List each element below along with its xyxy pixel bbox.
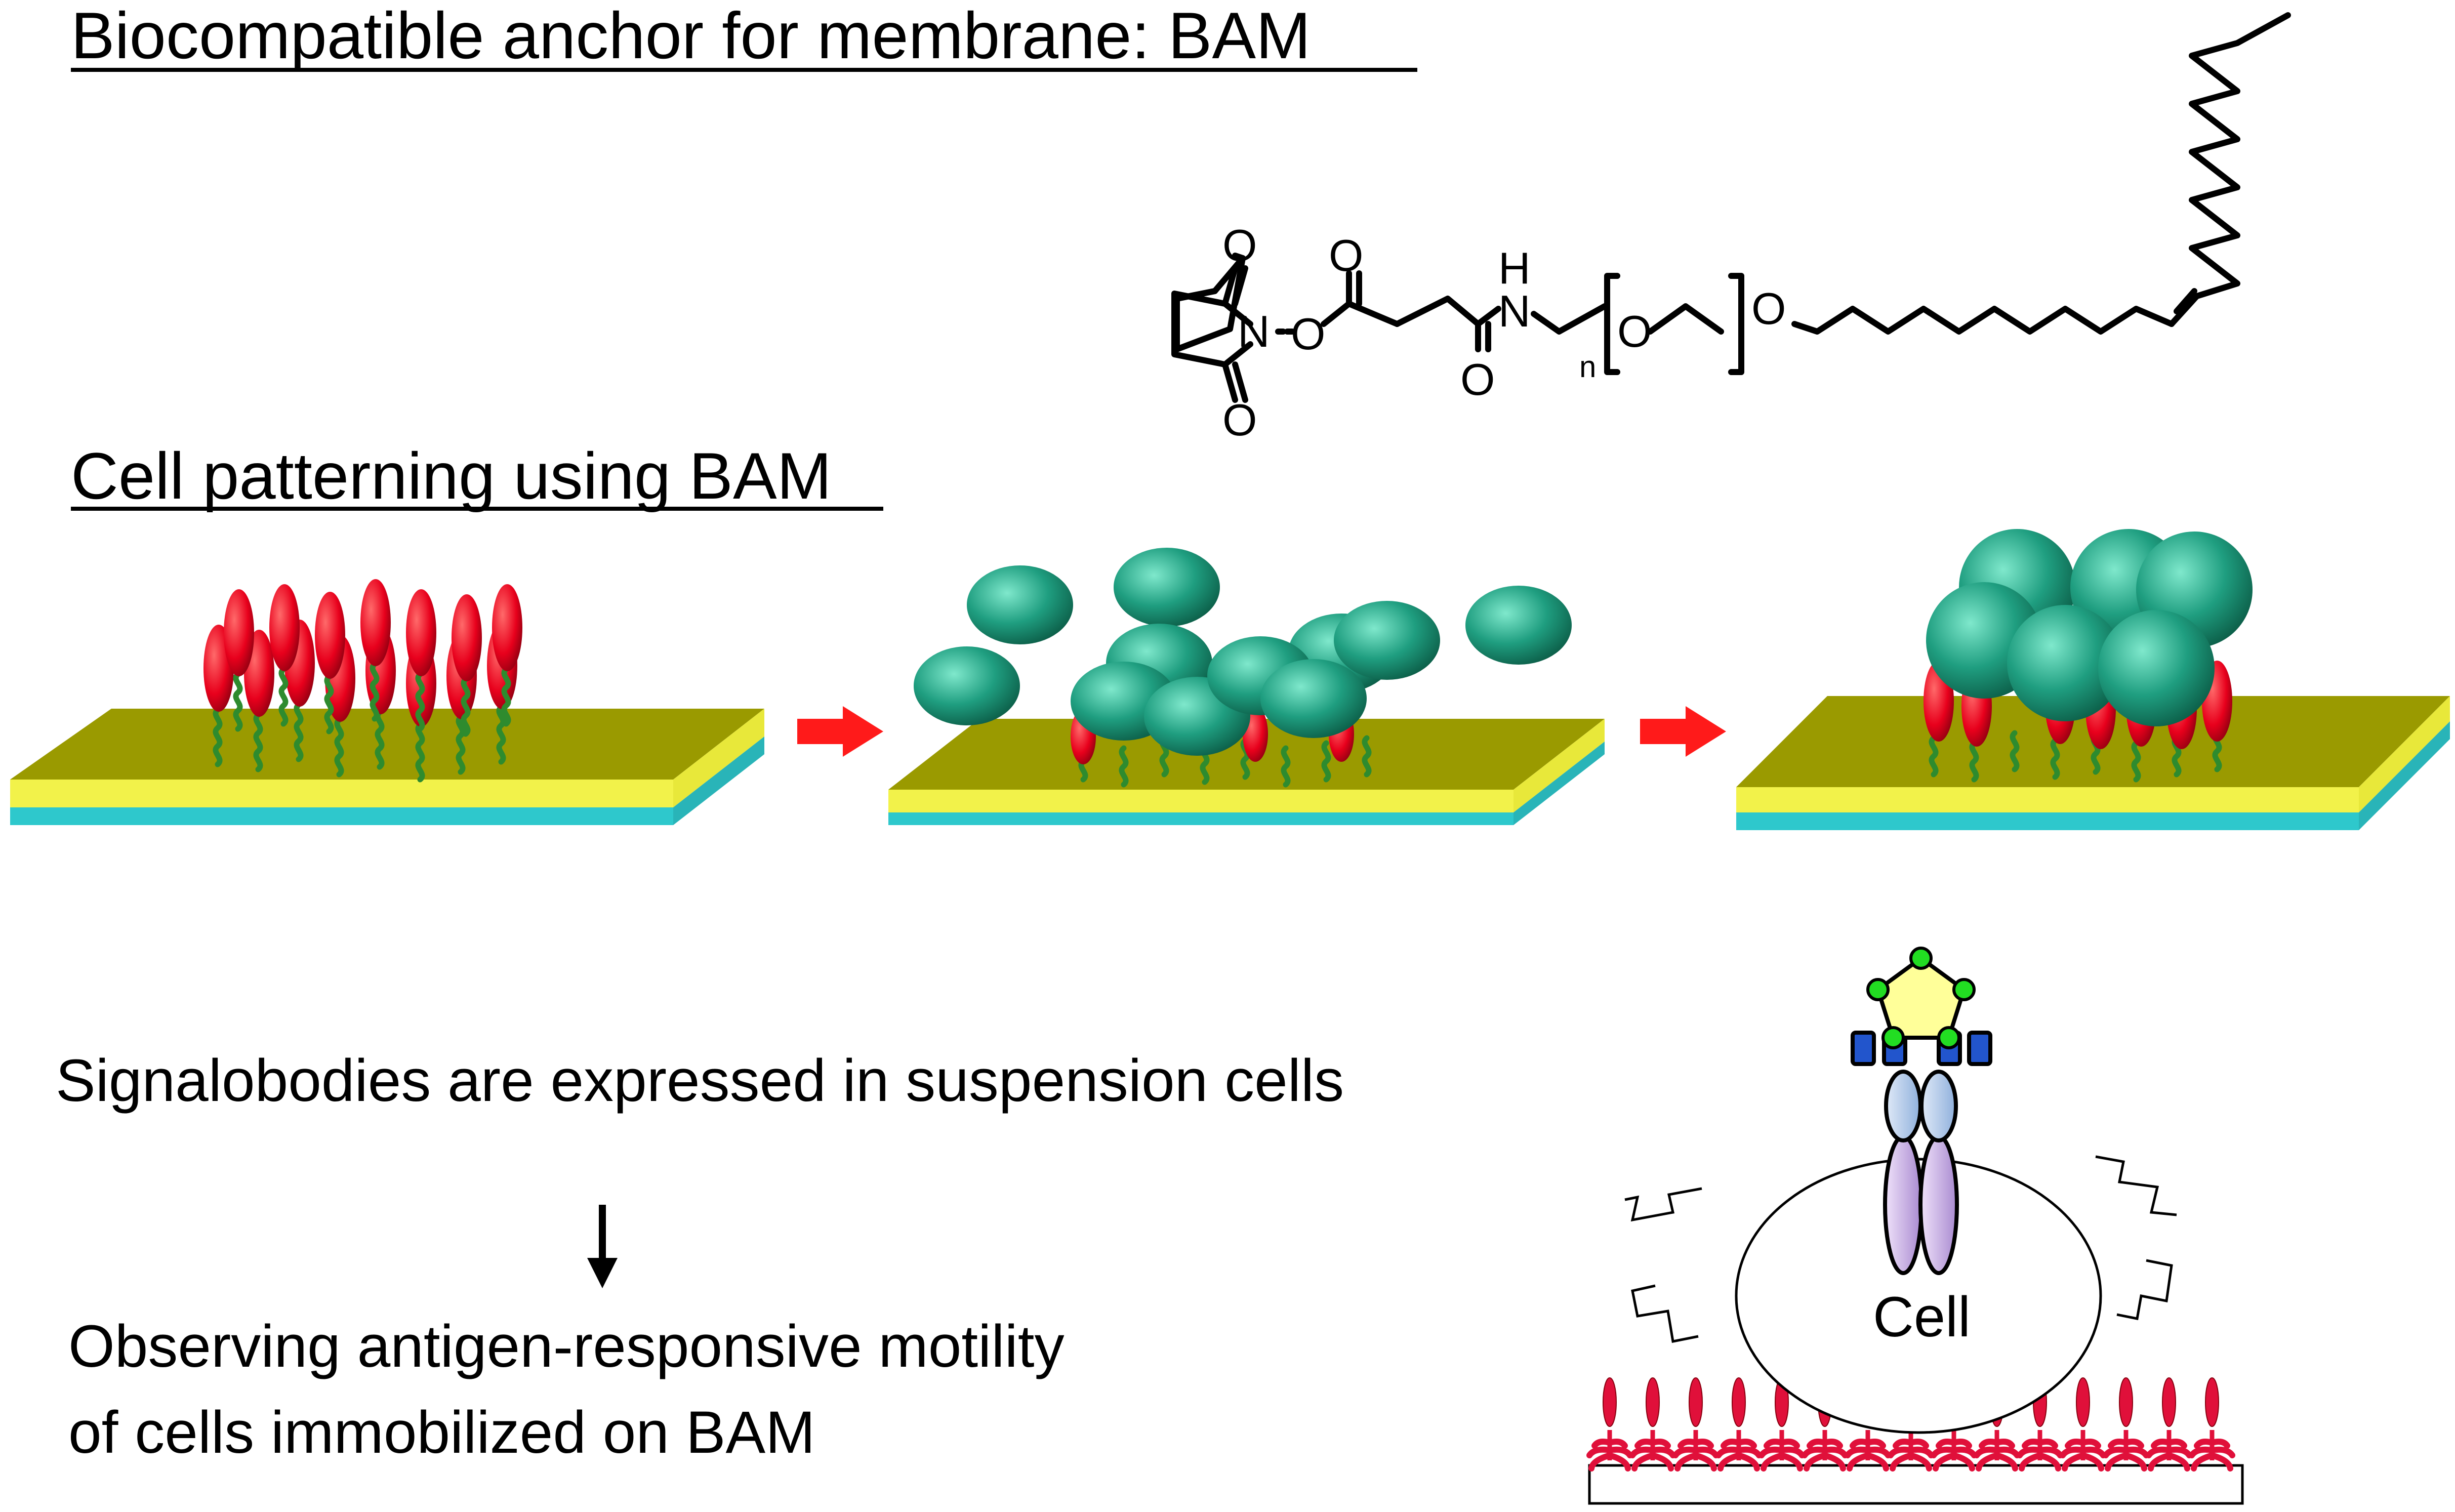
step-signalobodies: Signalobodies are expressed in suspensio… [56,1047,1344,1114]
panel3-cells [1926,529,2253,726]
panel-cells-floating [888,548,1605,825]
chem-o-link: O [1291,309,1325,359]
chem-n-ring: N [1238,306,1270,356]
chem-o-peg: O [1617,306,1652,356]
chem-o-ether: O [1751,283,1786,334]
down-arrow [587,1205,618,1288]
chem-o-carbonyl-top: O [1329,230,1363,280]
schematic-substrate [1588,1464,2244,1505]
chem-subscript-n: n [1579,350,1596,384]
chem-n-amide: N [1498,286,1531,336]
signalobody-receptor [1851,1031,1992,1275]
chem-h-amide: H [1498,243,1531,293]
bam-chemical-structure [1171,12,2291,403]
arrow-step-1 [797,706,883,757]
antigen [1866,947,1976,1049]
motion-marks [1624,1155,2177,1343]
schematic-cell-label: Cell [1873,1285,1971,1348]
heading-patterning: Cell patterning using BAM [71,439,832,513]
panel-cells-immobilized [1736,529,2450,830]
cell-schematic: Cell [1588,947,2244,1505]
heading-bam: Biocompatible anchor for membrane: BAM [71,0,1311,72]
chem-o-top-ring: O [1222,220,1257,270]
bam-chemical-labels: O N O O H N O O O O n [1222,220,1786,445]
step-observing-line1: Observing antigen-responsive motility [68,1313,1065,1380]
chem-o-bottom-ring: O [1222,395,1257,445]
panel-bam-substrate [10,579,764,825]
step-observing-line2: of cells immobilized on BAM [68,1399,815,1466]
arrow-step-2 [1640,706,1726,757]
chem-o-amide: O [1460,354,1495,404]
